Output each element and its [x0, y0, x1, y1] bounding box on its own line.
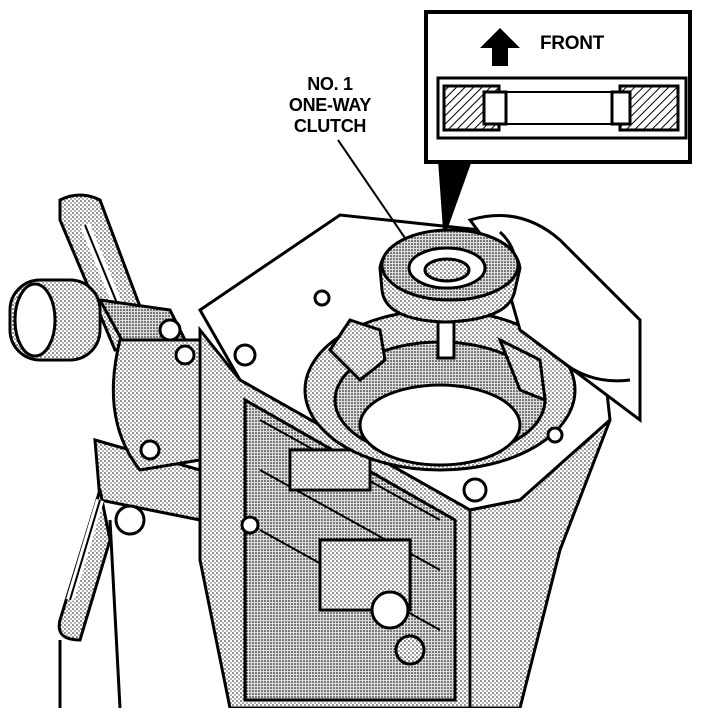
one-way-clutch-label: NO. 1 ONE-WAY CLUTCH	[270, 74, 390, 137]
arrow-up-icon	[480, 28, 520, 66]
holding-fixture	[8, 193, 202, 709]
clutch-bore	[303, 308, 577, 472]
label-line-2: ONE-WAY	[288, 95, 372, 115]
case-bolts	[139, 289, 564, 503]
one-way-clutch	[378, 228, 522, 324]
clutch-cross-section	[436, 76, 688, 140]
front-direction-label: FRONT	[540, 33, 604, 54]
label-line-3: CLUTCH	[293, 116, 367, 136]
label-line-1: NO. 1	[307, 74, 353, 94]
callout-leader	[337, 139, 406, 239]
